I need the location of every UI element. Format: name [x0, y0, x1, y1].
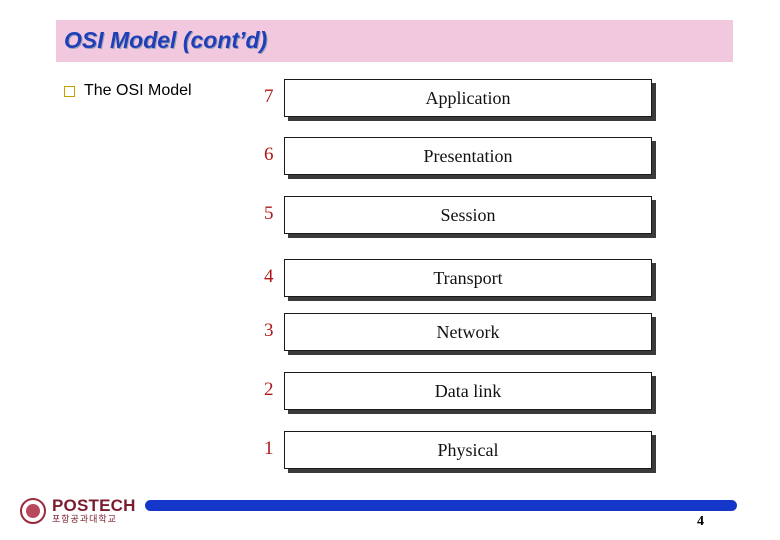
layer-label: Network	[436, 321, 500, 342]
layer-label: Application	[425, 87, 511, 108]
bullet-text: The OSI Model	[84, 82, 192, 99]
square-bullet-icon	[64, 85, 75, 97]
page-number: 4	[697, 514, 704, 529]
layer-box-transport: Transport	[284, 259, 652, 297]
slide-title: OSI Model (cont’d)	[64, 27, 268, 53]
layer-label: Physical	[437, 439, 499, 460]
layer-number: 5	[264, 203, 274, 224]
bullet-item: The OSI Model	[64, 82, 192, 100]
footer-bar	[145, 500, 737, 511]
logo-subtitle: 포항공과대학교	[52, 515, 117, 525]
postech-logo: POSTECH 포항공과대학교	[20, 497, 136, 525]
layer-number: 1	[264, 438, 274, 459]
layer-box-presentation: Presentation	[284, 137, 652, 175]
title-bar: OSI Model (cont’d)	[56, 20, 733, 62]
layer-number: 6	[264, 144, 274, 165]
layer-box-data-link: Data link	[284, 372, 652, 410]
layer-number: 4	[264, 266, 274, 287]
layer-box-network: Network	[284, 313, 652, 351]
layer-number: 2	[264, 379, 274, 400]
layer-box-application: Application	[284, 79, 652, 117]
layer-label: Session	[440, 204, 496, 225]
layer-box-session: Session	[284, 196, 652, 234]
layer-number: 3	[264, 320, 274, 341]
university-seal-icon	[20, 498, 46, 524]
logo-name: POSTECH	[52, 496, 136, 515]
layer-box-physical: Physical	[284, 431, 652, 469]
layer-label: Transport	[433, 267, 503, 288]
layer-label: Presentation	[423, 145, 513, 166]
layer-label: Data link	[434, 380, 502, 401]
layer-number: 7	[264, 86, 274, 107]
